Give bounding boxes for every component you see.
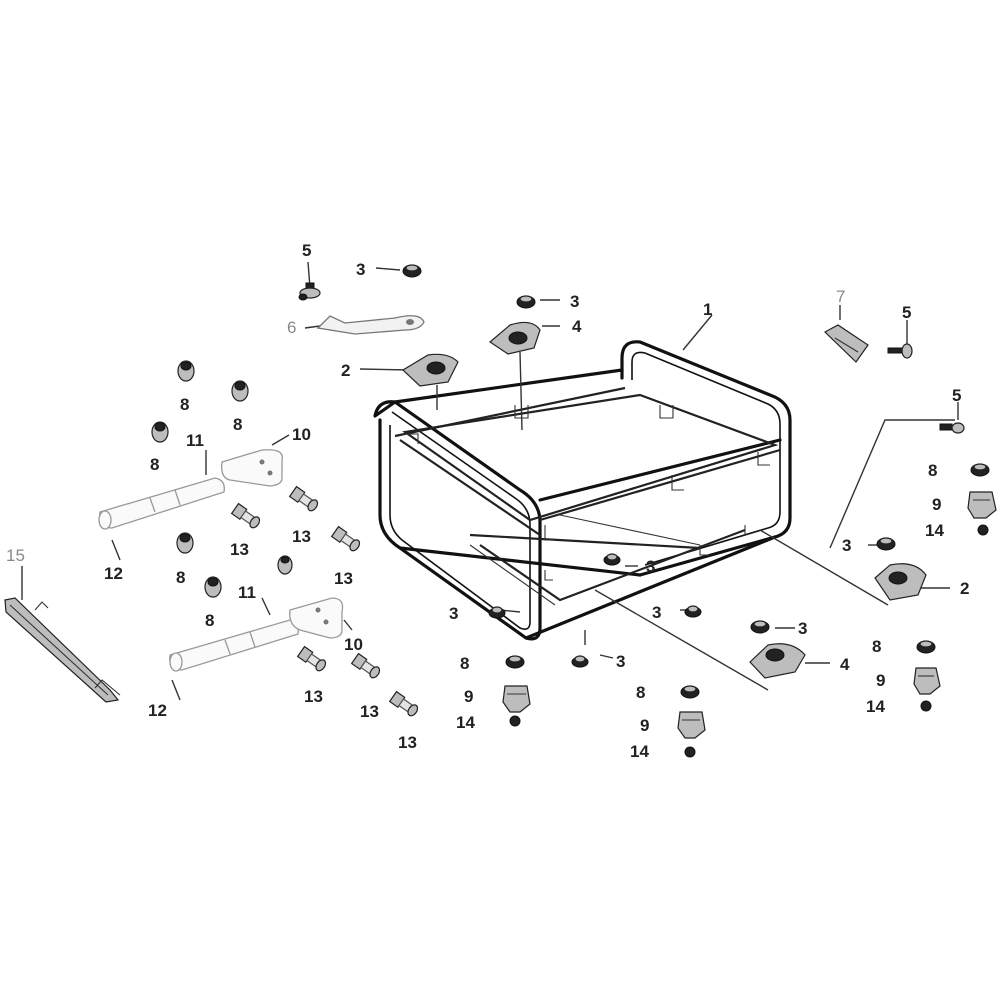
callout-9-bottom-right: 9 xyxy=(640,716,649,735)
top-nut-3 xyxy=(402,264,422,278)
callout-10-lower: 10 xyxy=(344,635,363,654)
upper-bracket xyxy=(221,449,283,487)
bolts-13 xyxy=(230,485,419,717)
callout-8-e: 8 xyxy=(205,611,214,630)
callout-15: 15 xyxy=(6,546,25,565)
callout-8-d: 8 xyxy=(176,568,185,587)
callout-9-right-lower: 9 xyxy=(876,671,885,690)
callout-3-lower-left: 3 xyxy=(449,604,458,623)
grip-caps xyxy=(151,360,293,598)
callout-12-lower: 12 xyxy=(148,701,167,720)
mount-4-top xyxy=(489,295,541,355)
bolt-5-right xyxy=(887,343,913,359)
callout-4-bottom: 4 xyxy=(840,655,850,674)
callout-labels: 1 2 2 3 3 3 3 3 3 3 3 4 4 5 5 5 6 7 8 8 … xyxy=(6,241,969,761)
callout-8-bottom-right: 8 xyxy=(636,683,645,702)
callout-3-bottom: 3 xyxy=(616,652,625,671)
callout-9-bottom-left: 9 xyxy=(464,687,473,706)
callout-3-lower-mid: 3 xyxy=(652,603,661,622)
callout-13-f: 13 xyxy=(398,733,417,752)
callout-8-c: 8 xyxy=(150,455,159,474)
tube-frame xyxy=(373,340,792,641)
callout-8-a: 8 xyxy=(180,395,189,414)
right-foot-stack-lower xyxy=(913,640,941,712)
plate-6 xyxy=(316,315,425,335)
callout-8-b: 8 xyxy=(233,415,242,434)
callout-2-top: 2 xyxy=(341,361,350,380)
callout-5-right-lower: 5 xyxy=(952,386,961,405)
callout-4-top: 4 xyxy=(572,317,582,336)
callout-3-right-mid: 3 xyxy=(842,536,851,555)
upper-handle xyxy=(98,477,225,530)
callout-5-right: 5 xyxy=(902,303,911,322)
callout-8-right-upper: 8 xyxy=(928,461,937,480)
callout-13-b: 13 xyxy=(292,527,311,546)
right-mid-nut xyxy=(876,537,896,551)
callout-11-upper: 11 xyxy=(186,431,204,450)
bolt-5-right-lower xyxy=(939,422,965,434)
callout-3-inner: 3 xyxy=(646,557,655,576)
top-bolt-5 xyxy=(298,282,321,301)
callout-13-e: 13 xyxy=(360,702,379,721)
callout-2-right: 2 xyxy=(960,579,969,598)
mount-2-top xyxy=(402,353,459,387)
callout-13-a: 13 xyxy=(230,540,249,559)
lower-bracket xyxy=(289,597,344,639)
callout-12-upper: 12 xyxy=(104,564,123,583)
callout-10-upper: 10 xyxy=(292,425,311,444)
callout-5-top: 5 xyxy=(302,241,311,260)
right-foot-stack-upper xyxy=(967,463,997,536)
callout-14-right-upper: 14 xyxy=(925,521,944,540)
bottom-foot-stack-right xyxy=(677,685,706,758)
callout-14-bottom-left: 14 xyxy=(456,713,475,732)
mount-2-right xyxy=(874,563,927,601)
callout-8-right-lower: 8 xyxy=(872,637,881,656)
callout-9-right-upper: 9 xyxy=(932,495,941,514)
callout-3-top-right: 3 xyxy=(570,292,579,311)
callout-13-d: 13 xyxy=(304,687,323,706)
callout-3-top: 3 xyxy=(356,260,365,279)
lower-handle xyxy=(169,619,299,672)
bracket-7 xyxy=(823,324,869,363)
callout-6: 6 xyxy=(287,318,296,337)
bottom-foot-stack-left xyxy=(502,655,531,727)
callout-11-lower: 11 xyxy=(238,583,256,602)
callout-13-c: 13 xyxy=(334,569,353,588)
callout-1: 1 xyxy=(703,300,712,319)
cross-bar xyxy=(4,597,121,703)
callout-7: 7 xyxy=(836,287,845,306)
callout-14-bottom-right: 14 xyxy=(630,742,649,761)
callout-8-bottom-left: 8 xyxy=(460,654,469,673)
frame-nuts-3 xyxy=(488,553,702,668)
mount-4-bottom xyxy=(749,620,806,679)
callout-3-lower-right: 3 xyxy=(798,619,807,638)
callout-14-right-lower: 14 xyxy=(866,697,885,716)
